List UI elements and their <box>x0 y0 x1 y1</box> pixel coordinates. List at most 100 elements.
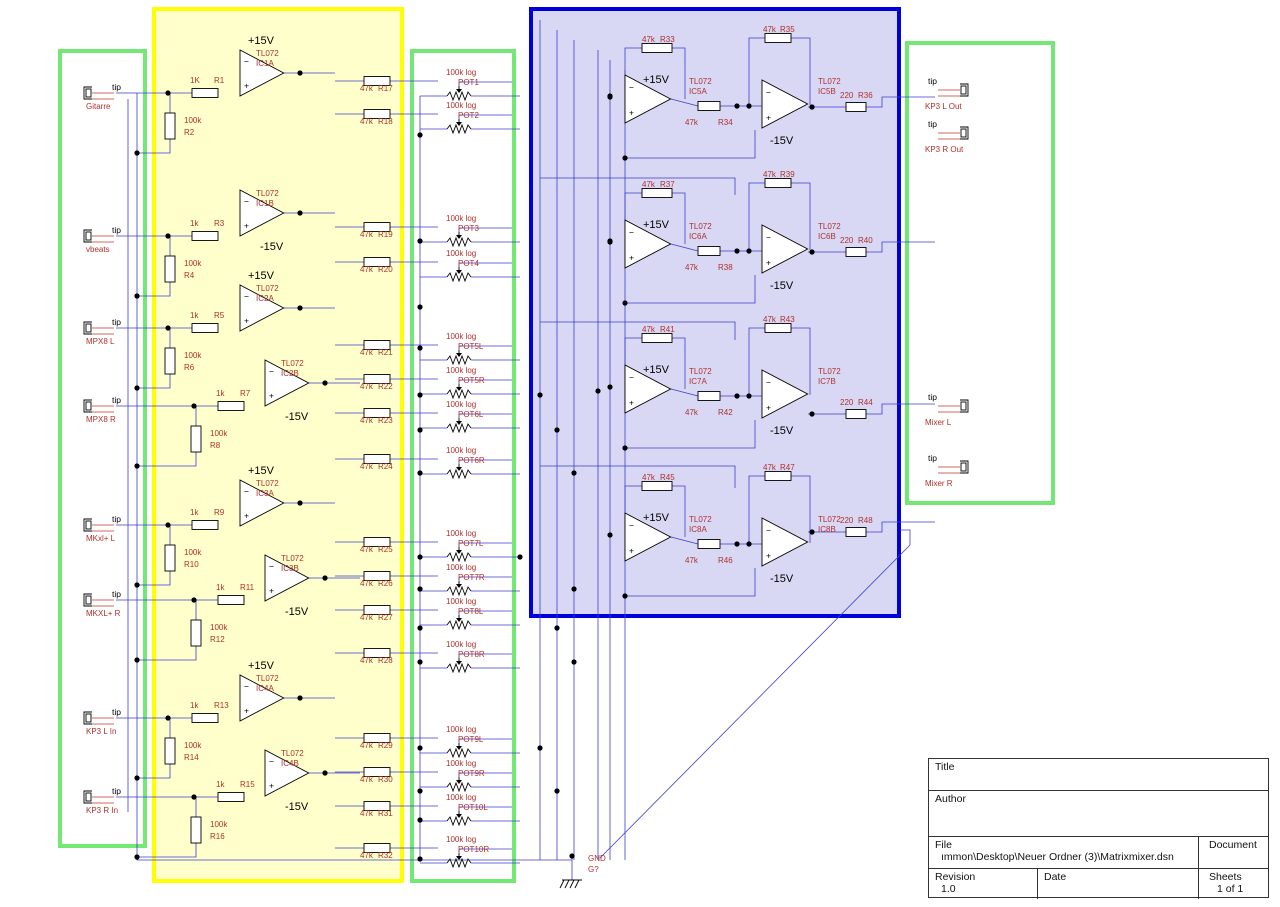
resistor-value: 47k <box>642 35 656 44</box>
pot-arrow <box>456 746 462 750</box>
pot-value: 100k log <box>446 725 476 734</box>
junction-dot <box>165 715 171 721</box>
opamp-supply: -15V <box>770 425 794 437</box>
output-jack-tip-label: tip <box>928 76 937 86</box>
wire <box>458 114 512 119</box>
resistor-value: 47k <box>360 613 374 622</box>
opamp-ref: IC6A <box>689 232 707 241</box>
pot-value: 100k log <box>446 332 476 341</box>
resistor-value: 47k <box>685 263 699 272</box>
pot-zigzag <box>446 468 472 480</box>
mixer-opamp-IC6B: −+ <box>761 224 809 274</box>
minus-sign: − <box>766 525 771 535</box>
pot-ref: POT8R <box>458 650 485 659</box>
output-jack-label: KP3 R Out <box>925 145 964 154</box>
wire <box>137 646 197 661</box>
pot-POT9L <box>446 743 472 759</box>
sheets-value: 1 of 1 <box>1217 883 1244 895</box>
plus-sign: + <box>244 706 249 716</box>
mix-resistor-R26 <box>363 571 391 581</box>
input-opamp-IC1A: −+ <box>239 49 285 97</box>
input-jack-label: MKxl+ L <box>86 534 116 543</box>
input-jack-j2 <box>83 229 114 243</box>
wire <box>672 485 686 537</box>
pot-value: 100k log <box>446 366 476 375</box>
junction-dot <box>746 103 752 109</box>
opamp-part: TL072 <box>818 222 841 231</box>
junction-dot <box>554 788 560 794</box>
junction-dot <box>809 411 815 417</box>
junction-dot <box>734 393 740 399</box>
resistor-value: 47k <box>642 473 656 482</box>
pot-zigzag <box>446 585 472 597</box>
pot-value: 100k log <box>446 101 476 110</box>
wire <box>458 610 512 615</box>
wire <box>458 227 512 232</box>
junction-dot <box>417 304 423 310</box>
wire <box>748 37 765 106</box>
output-jacks-region <box>905 41 1055 505</box>
resistor-value: 1k <box>190 508 199 517</box>
pot-ref: POT9L <box>458 735 484 744</box>
mix-resistor-R18 <box>363 109 391 119</box>
resistor-value: 47k <box>360 545 374 554</box>
junction-dot <box>809 104 815 110</box>
opamp-part: TL072 <box>281 749 304 758</box>
input-jacks-region <box>58 49 147 848</box>
input-jack-j4 <box>83 399 114 413</box>
junction-dot <box>571 470 577 476</box>
opamp-triangle <box>624 74 672 124</box>
resistor-ref: R43 <box>780 315 795 324</box>
input-jack-label: vbeats <box>86 245 110 254</box>
junction-dot <box>537 392 543 398</box>
shunt-resistor-R10 <box>164 544 176 572</box>
pot-value: 100k log <box>446 793 476 802</box>
wire <box>458 848 512 853</box>
feedback-resistor-R47 <box>764 471 792 481</box>
opamp-ref: IC1A <box>256 59 274 68</box>
resistor-ref: R22 <box>378 382 393 391</box>
input-opamp-IC4B: −+ <box>264 749 310 797</box>
resistor-value: 1K <box>190 76 200 85</box>
pot-POT1 <box>446 86 472 102</box>
wire <box>458 413 512 418</box>
pot-value: 100k log <box>446 249 476 258</box>
opamp-supply: -15V <box>285 411 309 423</box>
wire <box>672 192 686 244</box>
opamp-triangle <box>239 189 285 237</box>
wire <box>458 772 512 777</box>
opamp-part: TL072 <box>818 77 841 86</box>
pot-ref: POT10L <box>458 803 488 812</box>
document-label: Document <box>1209 839 1257 851</box>
opamp-triangle <box>624 512 672 562</box>
input-resistor-R13 <box>191 713 219 723</box>
opamp-supply: +15V <box>248 465 275 477</box>
pot-value: 100k log <box>446 446 476 455</box>
opamp-ref: IC3A <box>256 489 274 498</box>
minus-sign: − <box>244 197 249 207</box>
resistor-value: 100k <box>184 116 202 125</box>
junction-dot <box>746 248 752 254</box>
opamp-part: TL072 <box>689 367 712 376</box>
minus-sign: − <box>269 562 274 572</box>
pot-POT6R <box>446 464 472 480</box>
pot-zigzag <box>446 747 472 759</box>
resistor-value: 100k <box>184 741 202 750</box>
input-jack-label: MPX8 L <box>86 337 115 346</box>
wire <box>625 568 756 597</box>
resistor-ref: R31 <box>378 809 393 818</box>
input-jack-label: MPX8 R <box>86 415 116 424</box>
plus-sign: + <box>629 252 634 262</box>
opamp-ref: IC7B <box>818 377 836 386</box>
opamp-triangle <box>264 554 310 602</box>
pot-arrow <box>456 856 462 860</box>
resistor-ref: R16 <box>210 832 225 841</box>
resistor-value: 1k <box>190 219 199 228</box>
pot-arrow <box>456 618 462 622</box>
resistor-value: 47k <box>360 348 374 357</box>
opamp-ref: IC8A <box>689 525 707 534</box>
wire <box>866 403 935 415</box>
wire <box>458 262 512 267</box>
opamp-supply: -15V <box>260 241 284 253</box>
input-jack-tip-label: tip <box>112 82 121 92</box>
